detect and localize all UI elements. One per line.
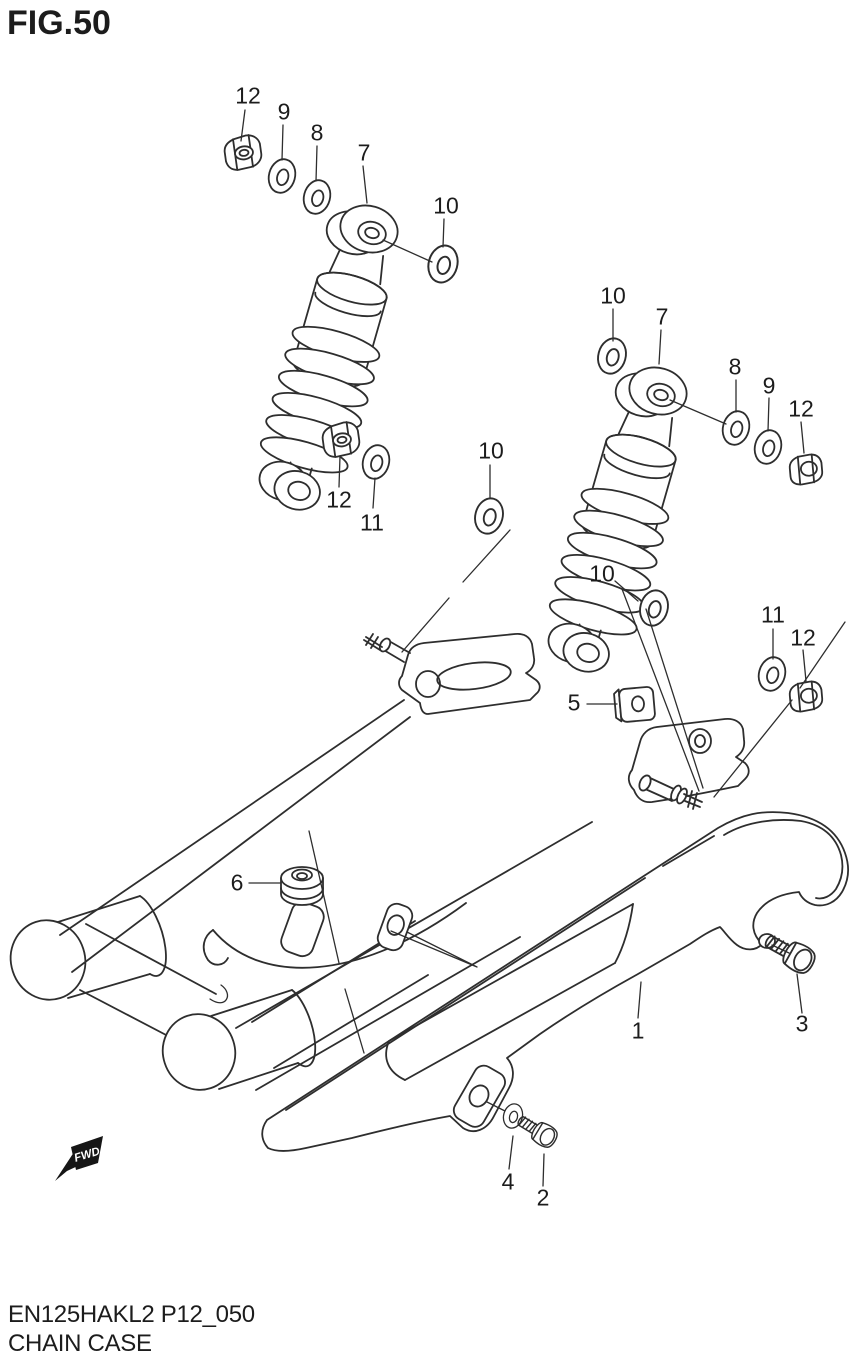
cap-nut-12 [787, 679, 825, 714]
washer-8 [299, 176, 335, 218]
washer-10 [635, 586, 673, 630]
cap-nut-12 [787, 452, 825, 487]
middle-tab [376, 902, 414, 952]
grommet-6 [280, 866, 324, 906]
grommet-tab [280, 901, 325, 958]
front-bracket [452, 1064, 506, 1128]
nut-12 [221, 132, 264, 173]
chain-case [202, 811, 849, 1152]
figure-caption: CHAIN CASE [8, 1330, 152, 1357]
washer-9 [750, 426, 786, 468]
fwd-arrow: FWD [55, 1136, 103, 1181]
figure-title: FIG.50 [7, 4, 111, 42]
washer-11 [754, 653, 790, 695]
part-code: EN125HAKL2 P12_050 [8, 1301, 255, 1328]
leader-lines [240, 109, 846, 1187]
shock-bracket-right [627, 717, 750, 810]
shock-mount-stud-left [363, 633, 411, 663]
washer-10 [593, 334, 631, 378]
swingarm [9, 632, 593, 1091]
shock-mount-stud-right [638, 774, 703, 810]
shock-absorber-left [243, 193, 421, 522]
shock-bracket-left [363, 632, 541, 715]
washer-10 [423, 241, 463, 287]
washer-4 [500, 1101, 526, 1131]
washer-11 [358, 441, 394, 483]
washer-10 [470, 494, 508, 538]
washer-9 [264, 155, 300, 197]
square-nut-5 [613, 686, 656, 723]
washer-8 [718, 407, 754, 449]
